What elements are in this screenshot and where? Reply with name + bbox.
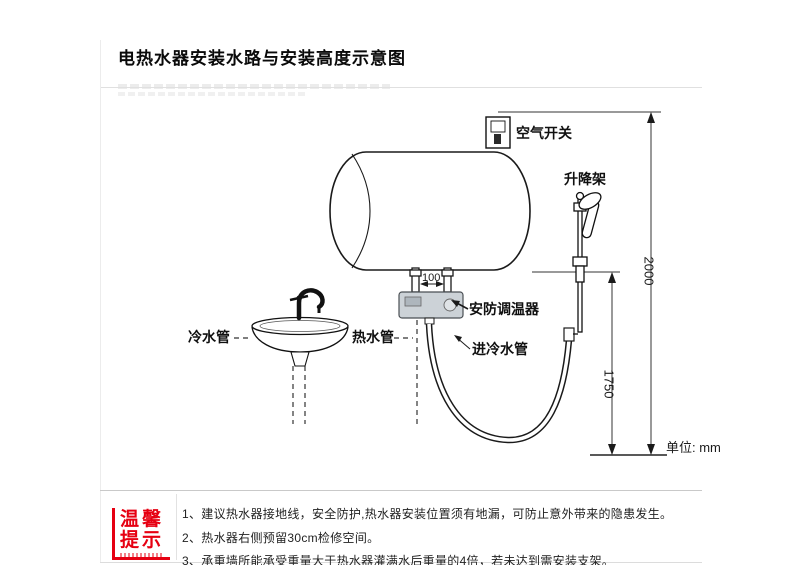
warm-tips-badge-line2: 提示 <box>120 530 165 551</box>
label-cold-pipe: 冷水管 <box>188 329 230 345</box>
dimension-1750 <box>608 272 616 455</box>
thermostat <box>398 291 464 325</box>
rack-slider <box>572 256 588 267</box>
dimension-1750-label: 1750 <box>601 369 617 399</box>
page-title: 电热水器安装水路与安装高度示意图 <box>118 49 406 68</box>
tips-separator <box>176 494 177 560</box>
tip-item-2: 2、热水器右侧预留30cm检修空间。 <box>182 531 380 545</box>
warm-tips-badge: 温馨 提示 <box>112 508 170 560</box>
left-border-line <box>100 40 101 562</box>
label-thermostat: 安防调温器 <box>469 301 539 317</box>
shower-rack <box>572 191 602 335</box>
unit-note: 单位: mm <box>666 440 721 455</box>
label-lift-rack: 升降架 <box>564 171 606 187</box>
dimension-100-label: 100 <box>422 272 441 284</box>
label-hot-pipe: 热水管 <box>352 329 394 345</box>
air-switch <box>485 116 511 149</box>
water-heater-tank <box>329 151 531 271</box>
warm-tips-smallprint <box>120 553 164 559</box>
dimension-2000-label: 2000 <box>641 256 657 286</box>
label-air-switch: 空气开关 <box>516 125 572 141</box>
tips-divider <box>100 490 702 491</box>
shower-head-icon <box>578 192 602 210</box>
thermostat-pointer-arrow <box>451 300 469 310</box>
tip-item-1: 1、建议热水器接地线，安全防护,热水器安装位置须有地漏，可防止意外带来的隐患发生… <box>182 507 673 521</box>
basin <box>251 316 349 367</box>
dimension-2000 <box>647 112 655 455</box>
pipe-gap-dimension <box>420 281 444 287</box>
cold-inlet-pointer-line <box>454 335 471 350</box>
label-cold-inlet-pipe: 进冷水管 <box>472 341 528 357</box>
warm-tips-badge-line1: 温馨 <box>120 509 165 530</box>
shower-hose <box>425 323 575 444</box>
title-divider <box>100 87 702 88</box>
hidden-pipe-lines <box>234 320 418 424</box>
tip-item-3: 3、承重墙所能承受重量大于热水器灌满水后重量的4倍，若未达到需安装支架。 <box>182 554 615 565</box>
bottom-divider <box>100 562 702 563</box>
faucet <box>289 288 325 321</box>
